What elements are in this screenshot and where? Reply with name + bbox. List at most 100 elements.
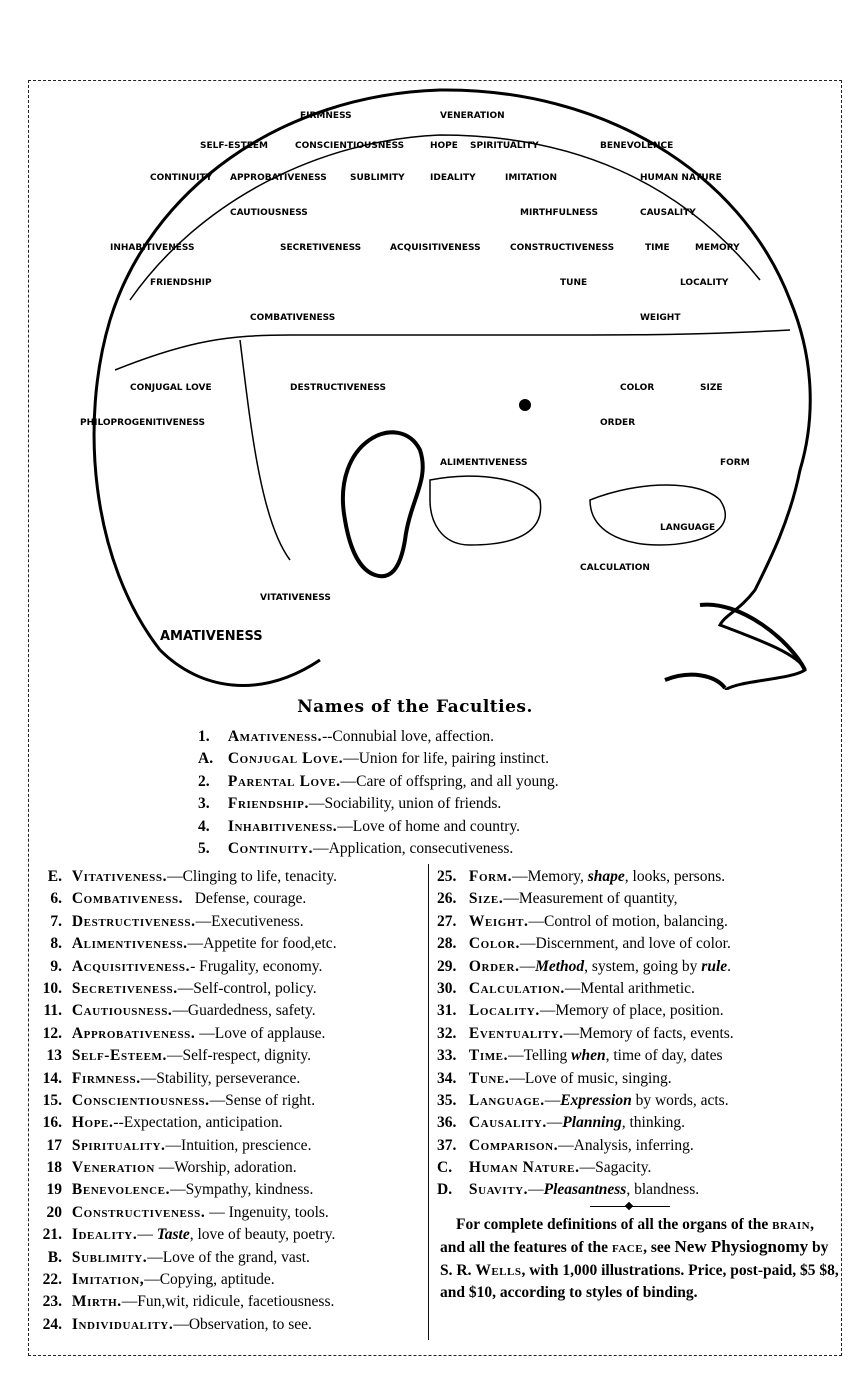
faculty-item: 21. Ideality.— Taste, love of beauty, po… — [32, 1224, 337, 1246]
faculty-number: 9. — [50, 957, 62, 975]
faculty-description: —Union for life, pairing instinct. — [343, 750, 549, 768]
faculty-item: 33. Time.—Telling when, time of day, dat… — [437, 1045, 734, 1067]
faculty-description: . — [727, 957, 732, 975]
faculty-description: —Application, consecutiveness. — [313, 839, 514, 857]
head-label: FORM — [720, 458, 750, 468]
faculty-name: Language. — [468, 1091, 545, 1109]
faculty-name: Vitativeness. — [71, 868, 168, 885]
head-label: IDEALITY — [430, 173, 476, 183]
faculty-name: Imitation, — [71, 1271, 145, 1289]
faculty-number: 30. — [437, 979, 457, 997]
faculty-name: Firmness. — [71, 1069, 141, 1087]
faculty-number: 28. — [437, 935, 457, 953]
faculty-number: 22. — [42, 1271, 62, 1289]
head-label: HUMAN NATURE — [640, 173, 722, 183]
faculty-description: —Guardedness, safety. — [172, 1002, 316, 1020]
faculty-name: Weight. — [468, 912, 529, 930]
head-label: IMITATION — [505, 173, 557, 183]
faculty-name: Suavity. — [468, 1181, 529, 1199]
faculty-description: —Memory of place, position. — [539, 1002, 724, 1020]
faculty-description: —Observation, to see. — [173, 1315, 312, 1333]
faculty-description: Taste — [156, 1226, 190, 1244]
faculty-item: 14. Firmness.—Stability, perseverance. — [32, 1068, 337, 1090]
faculty-number: 1. — [198, 728, 210, 745]
head-label: SIZE — [700, 383, 723, 393]
faculty-name: Eventuality. — [468, 1024, 564, 1042]
faculty-name: Acquisitiveness. — [71, 957, 191, 975]
faculty-number: 16. — [42, 1114, 62, 1132]
faculty-name: Color. — [468, 935, 520, 953]
faculty-description: —Care of offspring, and all young. — [340, 772, 559, 790]
author-name: Wells — [475, 1261, 522, 1279]
faculty-number: 15. — [42, 1091, 62, 1109]
faculty-description: —Sagacity. — [579, 1159, 652, 1177]
head-label: CONJUGAL LOVE — [130, 383, 212, 393]
faculty-number: 11. — [43, 1002, 62, 1020]
faculty-description: --Expectation, anticipation. — [113, 1114, 283, 1132]
head-label: CONTINUITY — [150, 173, 213, 183]
faculty-item: B. Sublimity.—Love of the grand, vast. — [32, 1247, 337, 1269]
faculty-description: —Stability, perseverance. — [140, 1069, 301, 1087]
head-label: HOPE — [430, 141, 458, 151]
faculty-name: Individuality. — [71, 1315, 174, 1333]
head-label: MEMORY — [695, 243, 740, 253]
head-label: FRIENDSHIP — [150, 278, 212, 288]
faculty-number: 14. — [42, 1069, 62, 1087]
faculties-list-right: 25. Form.—Memory, shape, looks, persons.… — [437, 866, 734, 1202]
faculties-title: Names of the Faculties. — [297, 697, 533, 717]
faculty-description: , time of day, dates — [605, 1047, 723, 1065]
faculty-item: 20 Constructiveness. — Ingenuity, tools. — [32, 1202, 337, 1224]
faculty-description: — — [544, 1091, 561, 1109]
faculty-name: Human Nature. — [468, 1159, 580, 1177]
faculty-description: —Copying, aptitude. — [144, 1271, 275, 1289]
faculty-number: 36. — [437, 1114, 457, 1132]
faculty-name: Continuity. — [227, 839, 314, 857]
faculties-list-left: E. Vitativeness.—Clinging to life, tenac… — [32, 866, 337, 1336]
region-dividers — [114, 134, 791, 561]
faculty-item: 9. Acquisitiveness.- Frugality, economy. — [32, 956, 337, 978]
faculty-name: Friendship. — [227, 795, 309, 813]
faculty-name: Self-Esteem. — [71, 1047, 167, 1065]
faculty-description: —Love of applause. — [195, 1024, 326, 1042]
faculty-item: 22. Imitation,—Copying, aptitude. — [32, 1269, 337, 1291]
faculty-name: Time. — [468, 1047, 509, 1065]
head-label: BENEVOLENCE — [600, 141, 673, 151]
head-label: ACQUISITIVENESS — [390, 243, 481, 253]
ear — [341, 430, 425, 579]
faculty-name: Form. — [468, 868, 513, 885]
faculty-item: 11. Cautiousness.—Guardedness, safety. — [32, 1000, 337, 1022]
faculty-item: 12. Approbativeness. —Love of applause. — [32, 1023, 337, 1045]
head-label: LANGUAGE — [660, 523, 715, 533]
faculty-name: Conjugal Love. — [227, 750, 344, 768]
faculty-number: 25. — [437, 868, 457, 885]
faculty-description: shape — [587, 868, 625, 885]
head-label: APPROBATIVENESS — [230, 173, 327, 183]
faculty-item: 17 Spirituality.—Intuition, prescience. — [32, 1135, 337, 1157]
faculty-description: — Ingenuity, tools. — [205, 1203, 329, 1221]
faculty-description: Pleasantness — [543, 1181, 627, 1199]
faculty-name: Destructiveness. — [71, 912, 196, 930]
faculty-description: —Sociability, union of friends. — [308, 795, 502, 813]
faculty-description: , looks, persons. — [624, 868, 726, 885]
faculty-item: 31. Locality.—Memory of place, position. — [437, 1000, 734, 1022]
faculty-item: 36. Causality.—Planning, thinking. — [437, 1112, 734, 1134]
faculty-description: —Memory, — [512, 868, 588, 885]
faculty-item: C. Human Nature.—Sagacity. — [437, 1157, 734, 1179]
faculty-item: 15. Conscientiousness.—Sense of right. — [32, 1090, 337, 1112]
head-label: VITATIVENESS — [260, 593, 331, 603]
head-label: COLOR — [620, 383, 654, 393]
faculty-item: 6. Combativeness. Defense, courage. — [32, 888, 337, 910]
faculty-name: Mirth. — [71, 1293, 122, 1311]
faculty-number: C. — [437, 1159, 453, 1177]
faculty-description: —Executiveness. — [195, 912, 304, 930]
note-brain: brain — [772, 1216, 811, 1233]
column-divider — [428, 864, 429, 1340]
head-label: ORDER — [600, 418, 635, 428]
head-label: SELF-ESTEEM — [200, 141, 268, 151]
faculty-description: , thinking. — [621, 1114, 686, 1132]
ornament-divider — [590, 1206, 670, 1207]
faculty-description: , blandness. — [626, 1181, 700, 1199]
note-text: For complete definitions of all the orga… — [456, 1216, 773, 1233]
faculty-name: Inhabitiveness. — [227, 817, 338, 835]
faculty-name: Approbativeness. — [71, 1024, 196, 1042]
